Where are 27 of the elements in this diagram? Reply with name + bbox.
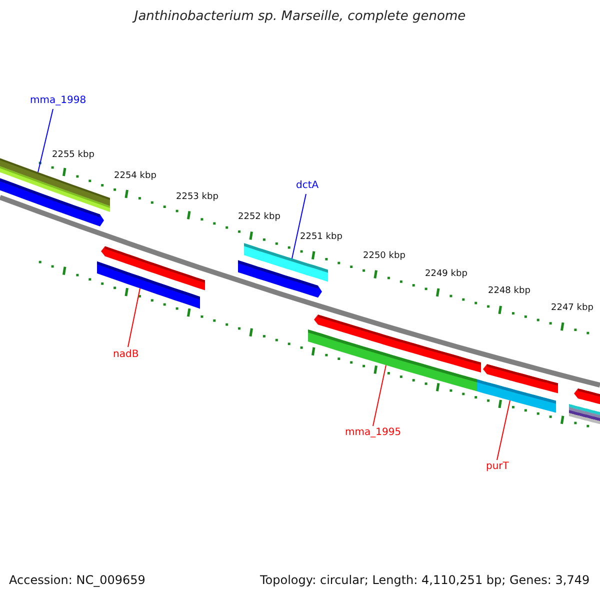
leader-line (372, 364, 386, 426)
leader-line (128, 288, 140, 348)
gene-label: nadB (113, 349, 139, 360)
gene-label: mma_1998 (30, 95, 86, 106)
leader-line (292, 194, 306, 259)
gene-label: dctA (296, 180, 319, 192)
gene-label: purT (486, 461, 509, 472)
gene-bar (0, 158, 110, 206)
gene-bar (477, 379, 556, 413)
footer-note: Accession: NC_009659 (9, 574, 146, 588)
scale-label: 2248 kbp (488, 286, 530, 296)
gene-bar (97, 261, 200, 309)
footer-note: Topology: circular; Length: 4,110,251 bp; Genes: 3,749 (260, 574, 590, 588)
gene-bar (244, 243, 328, 282)
scale-label: 2249 kbp (425, 269, 468, 280)
scale-label: 2251 kbp (300, 232, 342, 242)
leader-line (496, 400, 510, 460)
gene-bar (308, 330, 477, 392)
diagram-title: Janthinobacterium sp. Marseille, complete genome (131, 10, 467, 25)
scale-label: 2250 kbp (363, 251, 406, 262)
gene-label: mma_1995 (345, 427, 402, 438)
scale-label: 2255 kbp (52, 150, 94, 160)
scale-label: 2253 kbp (176, 192, 218, 202)
leader-line (38, 108, 54, 173)
scale-label: 2252 kbp (238, 212, 280, 222)
scale-label: 2247 kbp (551, 303, 594, 314)
scale-label: 2254 kbp (114, 171, 156, 182)
